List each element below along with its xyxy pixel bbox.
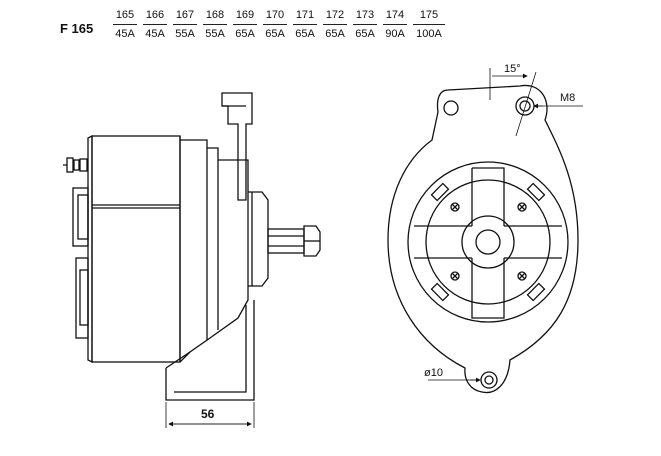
shaft (267, 228, 305, 254)
hole-diameter-label: ø10 (424, 367, 443, 379)
shaft-nut (303, 225, 321, 257)
stator-housing (91, 135, 181, 363)
variant-number: 165 (113, 10, 137, 25)
variant-number: 172 (323, 10, 347, 25)
variant-number: 174 (383, 10, 407, 25)
thread-label: M8 (560, 92, 575, 104)
model-code: F 165 (60, 21, 94, 36)
variant-amperage: 100A (416, 28, 442, 40)
variant-amperage: 90A (385, 28, 405, 40)
variant-amperage: 65A (235, 28, 255, 40)
top-left-mount-hole (443, 100, 459, 116)
variant-amperage: 55A (205, 28, 225, 40)
variant-amperage: 45A (115, 28, 135, 40)
variant-number: 170 (263, 10, 287, 25)
terminal-stud (63, 157, 88, 173)
variant-number: 168 (203, 10, 227, 25)
variant-number: 166 (143, 10, 167, 25)
angle-label: 15° (504, 63, 521, 75)
variant-amperage: 65A (355, 28, 375, 40)
variant-amperage: 65A (325, 28, 345, 40)
variant-number: 167 (173, 10, 197, 25)
bottom-mounting-foot (165, 300, 255, 401)
variant-amperage: 55A (175, 28, 195, 40)
spoke-cross (414, 167, 562, 319)
bottom-mount-hole (480, 371, 498, 389)
bearing-hub (461, 215, 515, 269)
variant-column: 175 100A (410, 10, 448, 40)
screws (450, 202, 527, 281)
side-view (63, 92, 321, 428)
variant-amperage: 65A (265, 28, 285, 40)
variant-number: 173 (353, 10, 377, 25)
width-dimension-label: 56 (201, 407, 215, 421)
vent-slots (430, 182, 546, 302)
pulley-hub (248, 191, 269, 287)
front-bracket (179, 139, 249, 363)
regulator-box (72, 187, 89, 247)
variant-number: 175 (413, 10, 445, 25)
variant-number: 171 (293, 10, 317, 25)
front-disk-outer (407, 161, 569, 323)
front-view (387, 68, 583, 394)
variant-amperage: 65A (295, 28, 315, 40)
variant-number: 169 (233, 10, 257, 25)
variant-amperage: 45A (145, 28, 165, 40)
front-housing-outline (387, 84, 579, 394)
